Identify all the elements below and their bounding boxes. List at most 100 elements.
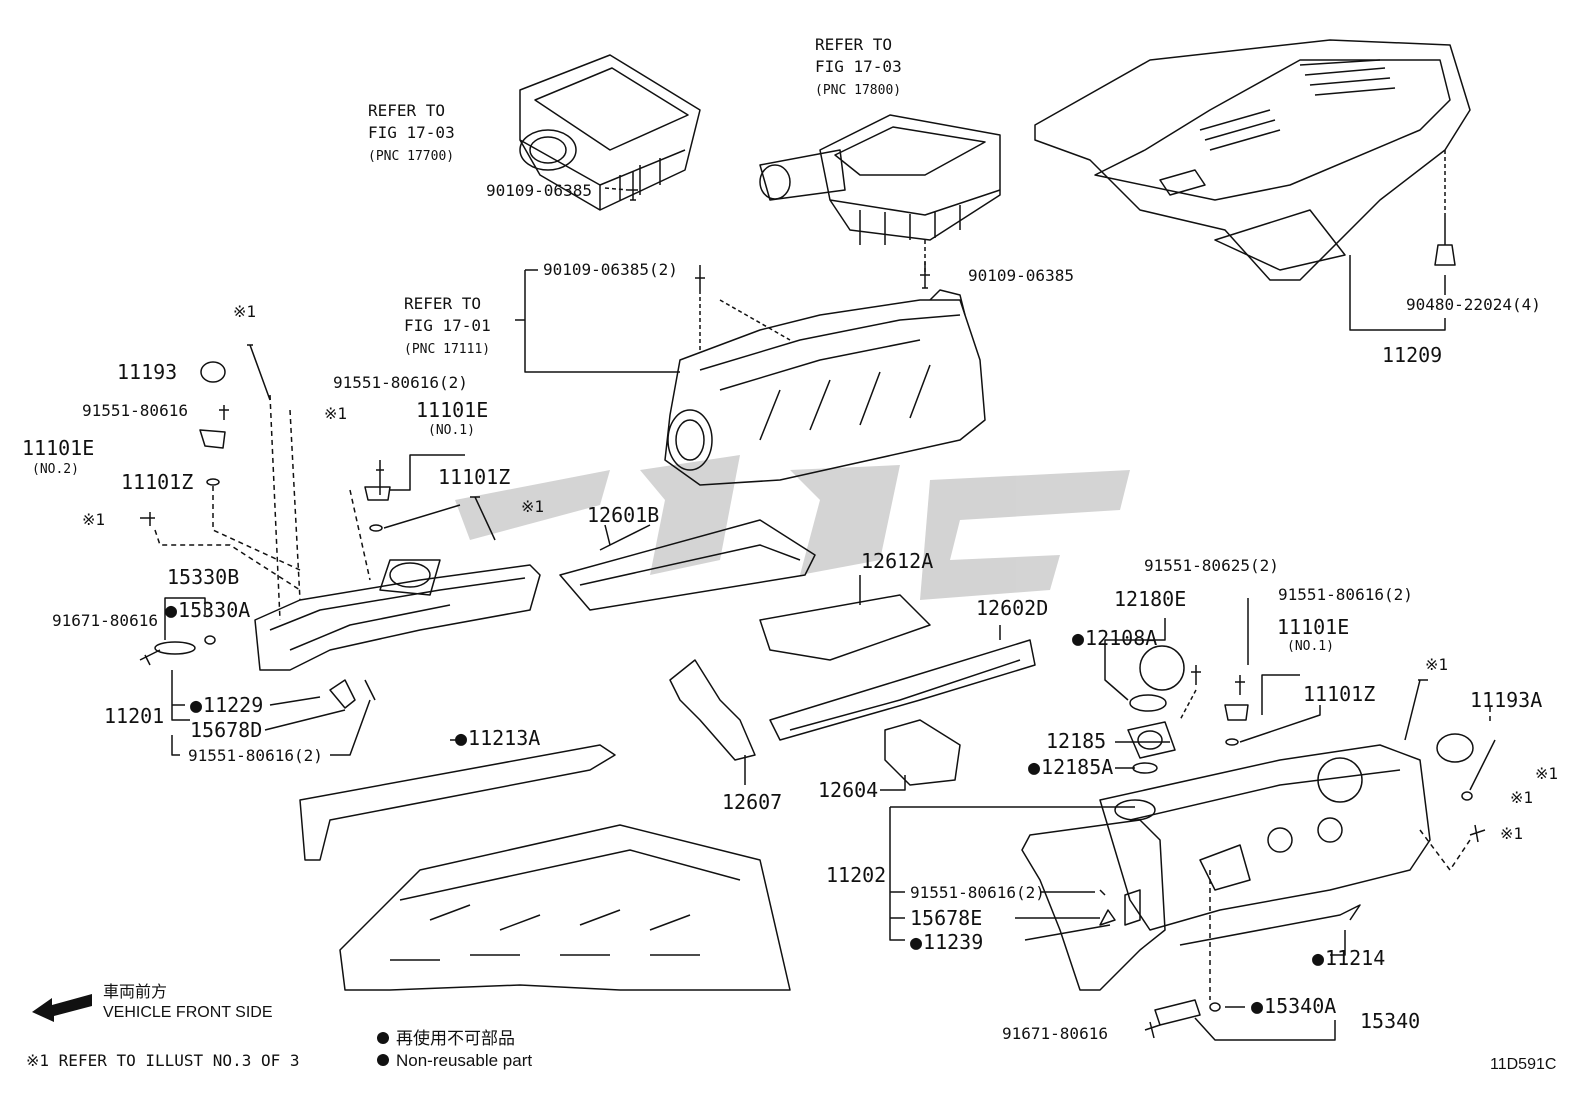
label-11101Z-left: 11101Z [121, 470, 194, 494]
sensor-11101E-mid [364, 486, 391, 501]
gasket-12185A [1132, 762, 1158, 774]
stud-x1-right [1404, 679, 1428, 741]
gasket-11214-loop [1021, 819, 1166, 991]
nonreuse-dot-icon [377, 1032, 389, 1044]
insulator-12612A [759, 594, 931, 661]
label-90480: 90480-22024(4) [1406, 295, 1541, 314]
label-11193: 11193 [117, 360, 178, 384]
label-15340: 15340 [1360, 1009, 1421, 1033]
cylinder-head-cover-left [254, 559, 541, 671]
ref-line: REFER TO [815, 35, 893, 54]
label-x1-a: ※1 [233, 302, 257, 321]
stud-right [1469, 739, 1496, 791]
gasket-12108A [1129, 694, 1167, 712]
oil-filler-cap-11193 [200, 361, 226, 383]
bolt-91551-80625 [1191, 665, 1201, 685]
label-x1-g: ※1 [1510, 788, 1534, 807]
label-91551-2b: 91551-80616(2) [188, 746, 323, 765]
label-91551-a: 91551-80616 [82, 401, 188, 420]
label-91551-2c: 91551-80616(2) [1278, 585, 1413, 604]
label-11213A: 11213A [455, 728, 540, 748]
bolt-91551-right [1235, 675, 1245, 695]
label-11209: 11209 [1382, 343, 1443, 367]
oil-filler-12185 [1127, 721, 1176, 759]
label-12185: 12185 [1046, 729, 1107, 753]
label-x1-e: ※1 [1425, 655, 1449, 674]
insulator-12601B [559, 519, 816, 611]
grommet-90480 [1434, 215, 1456, 266]
label-11101Z-mid: 11101Z [438, 465, 511, 489]
insulator-12604 [884, 719, 961, 786]
label-11229: 11229 [190, 695, 263, 715]
ref-line: (PNC 17700) [368, 149, 455, 164]
intake-manifold [664, 289, 986, 486]
ocv-15340 [1154, 999, 1201, 1026]
label-11193A: 11193A [1470, 688, 1543, 712]
label-15330A: 15330A [165, 600, 250, 620]
stud-left [247, 344, 271, 401]
label-15330B: 15330B [167, 565, 240, 589]
oil-filler-cap-12180E [1139, 645, 1185, 691]
air-cleaner-left [519, 54, 701, 211]
label-12602D: 12602D [976, 596, 1049, 620]
label-12180E: 12180E [1114, 587, 1187, 611]
bolt-91671-right [1144, 1021, 1161, 1039]
oil-filler-cap-11193A [1436, 733, 1474, 763]
air-cleaner-center [759, 114, 1001, 245]
ref-line: (PNC 17800) [815, 83, 902, 98]
label-15678E: 15678E [910, 906, 983, 930]
pcv-parts-right [1099, 889, 1141, 926]
bolt-90109-left [628, 172, 638, 201]
label-x1-d: ※1 [521, 497, 545, 516]
label-11101Z-right: 11101Z [1303, 682, 1376, 706]
label-11101E-mid: 11101E [416, 398, 489, 422]
label-90109-center: 90109-06385 [968, 266, 1074, 285]
gasket-11213A [299, 744, 616, 861]
label-x1-h: ※1 [1500, 824, 1524, 843]
label-12108A: 12108A [1072, 628, 1157, 648]
nonreuse-dot-icon-2 [377, 1054, 389, 1066]
label-15678D: 15678D [190, 718, 263, 742]
label-91671-left: 91671-80616 [52, 611, 158, 630]
ref-line: FIG 17-03 [815, 57, 902, 76]
label-11239: 11239 [910, 932, 983, 952]
ref-line: FIG 17-03 [368, 123, 455, 142]
stud-x1-mid [470, 496, 496, 541]
label-x1-f: ※1 [1535, 764, 1559, 783]
label-no2: (NO.2) [32, 462, 79, 477]
legend-direction-jp: 車両前方 [103, 984, 168, 1001]
label-11202: 11202 [826, 863, 887, 887]
ocv-15330A [154, 641, 196, 655]
label-11101E-right: 11101E [1277, 615, 1350, 639]
insulator-12607 [669, 659, 756, 761]
label-no1-mid: (NO.1) [428, 423, 475, 438]
figure-code: 11D591C [1490, 1056, 1557, 1073]
bolt-x1-right [1469, 824, 1486, 843]
label-91551-2d: 91551-80616(2) [910, 883, 1045, 902]
label-12601B: 12601B [587, 503, 660, 527]
label-12612A: 12612A [861, 549, 934, 573]
sensor-11101E-right [1224, 704, 1249, 721]
bolt-x1-left [140, 512, 155, 526]
label-x1-b: ※1 [324, 404, 348, 423]
legend-nonreuse-jp: 再使用不可部品 [396, 1029, 515, 1048]
insulator-12602D [769, 639, 1036, 741]
label-15340A: 15340A [1251, 996, 1336, 1016]
watermark-logo [455, 455, 1130, 600]
label-90109-left: 90109-06385 [486, 181, 592, 200]
pcv-parts-left [329, 679, 376, 709]
label-x1-c: ※1 [82, 510, 106, 529]
bolt-90109-center [920, 262, 930, 289]
ref-line: (PNC 17111) [404, 342, 491, 357]
label-no1-right: (NO.1) [1287, 639, 1334, 654]
label-91671-right: 91671-80616 [1002, 1024, 1108, 1043]
oring-11101Z-mid [369, 524, 383, 532]
ref-line: REFER TO [404, 294, 482, 313]
oring-11101Z-left [206, 478, 220, 486]
legend-direction-en: VEHICLE FRONT SIDE [103, 1004, 273, 1021]
cylinder-head-left [339, 824, 791, 991]
ref-line: FIG 17-01 [404, 316, 491, 335]
